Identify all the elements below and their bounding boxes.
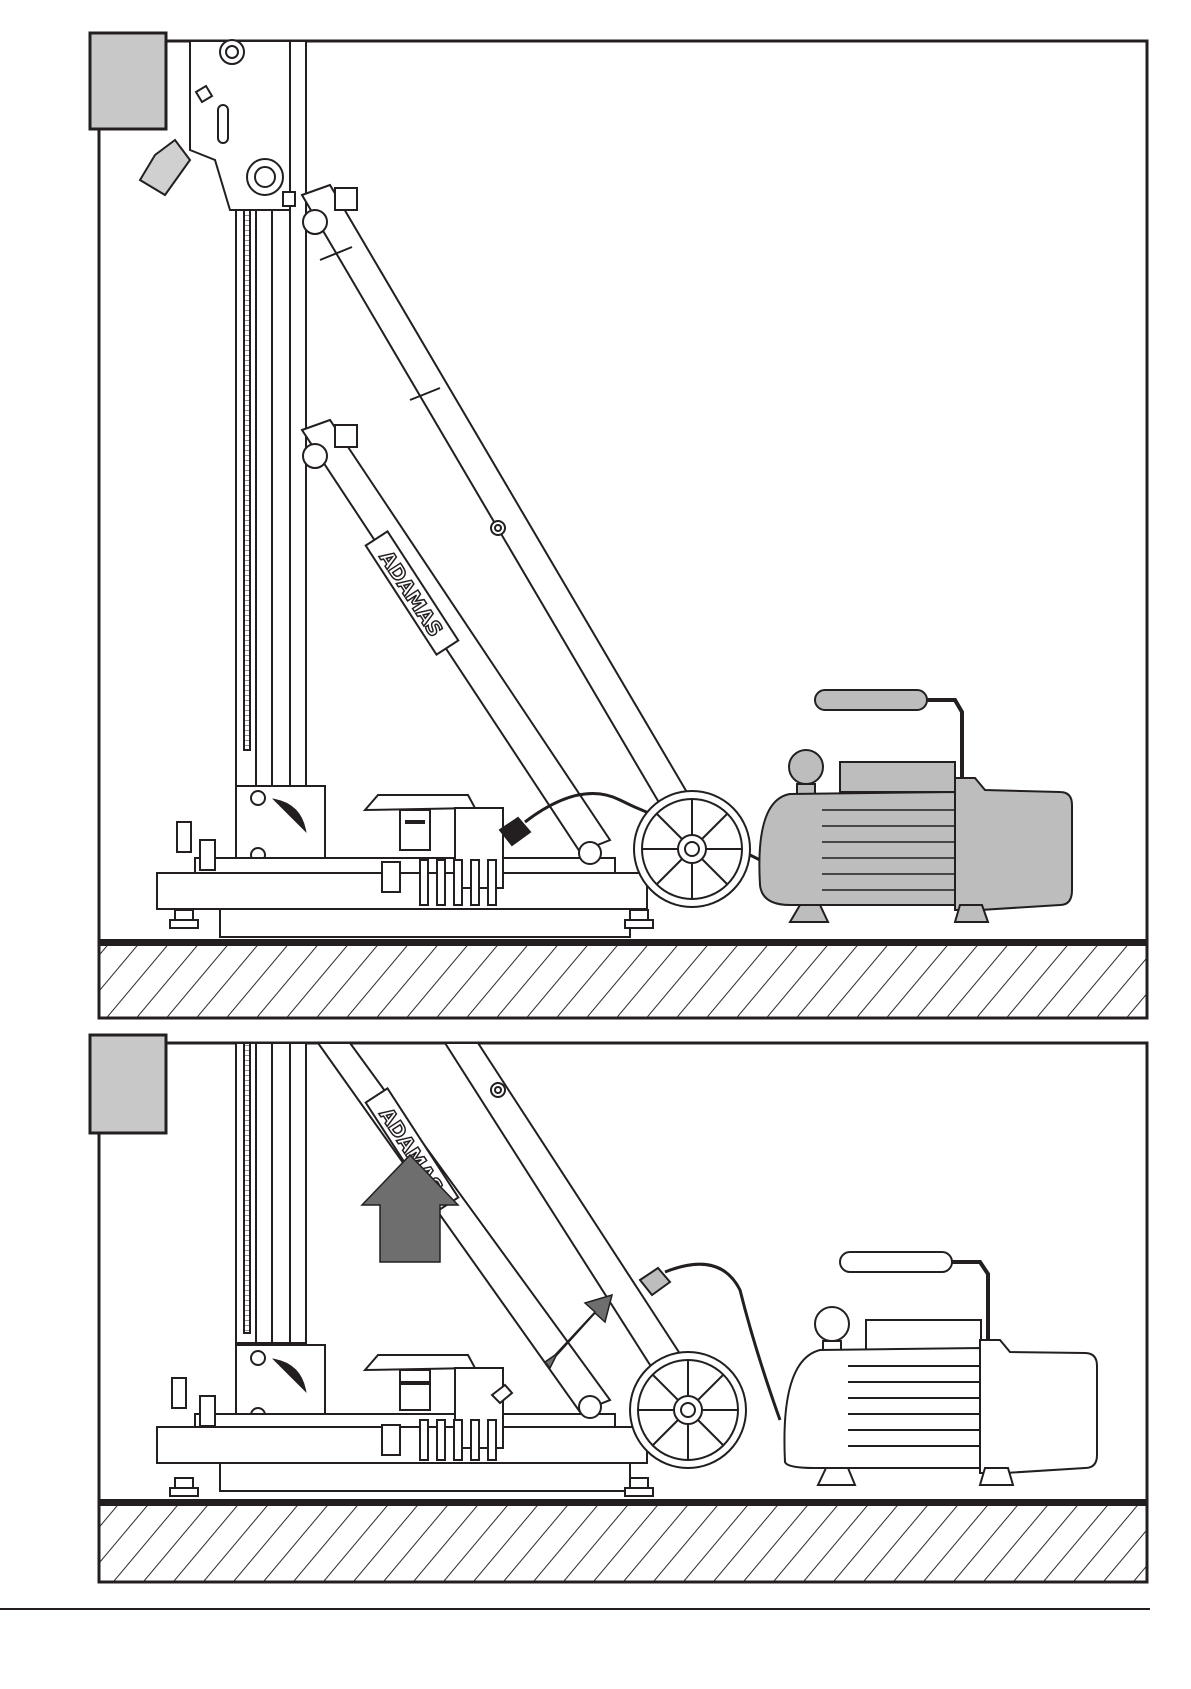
figure-2-label-box [90, 1035, 166, 1133]
figure-2: ADAMAS [90, 1035, 1147, 1582]
figure-2-floor [99, 1502, 1147, 1582]
figure-1-label-box [90, 33, 166, 129]
figure-1-floor [99, 942, 1147, 1018]
figure-1: ADAMAS [90, 33, 1147, 1018]
